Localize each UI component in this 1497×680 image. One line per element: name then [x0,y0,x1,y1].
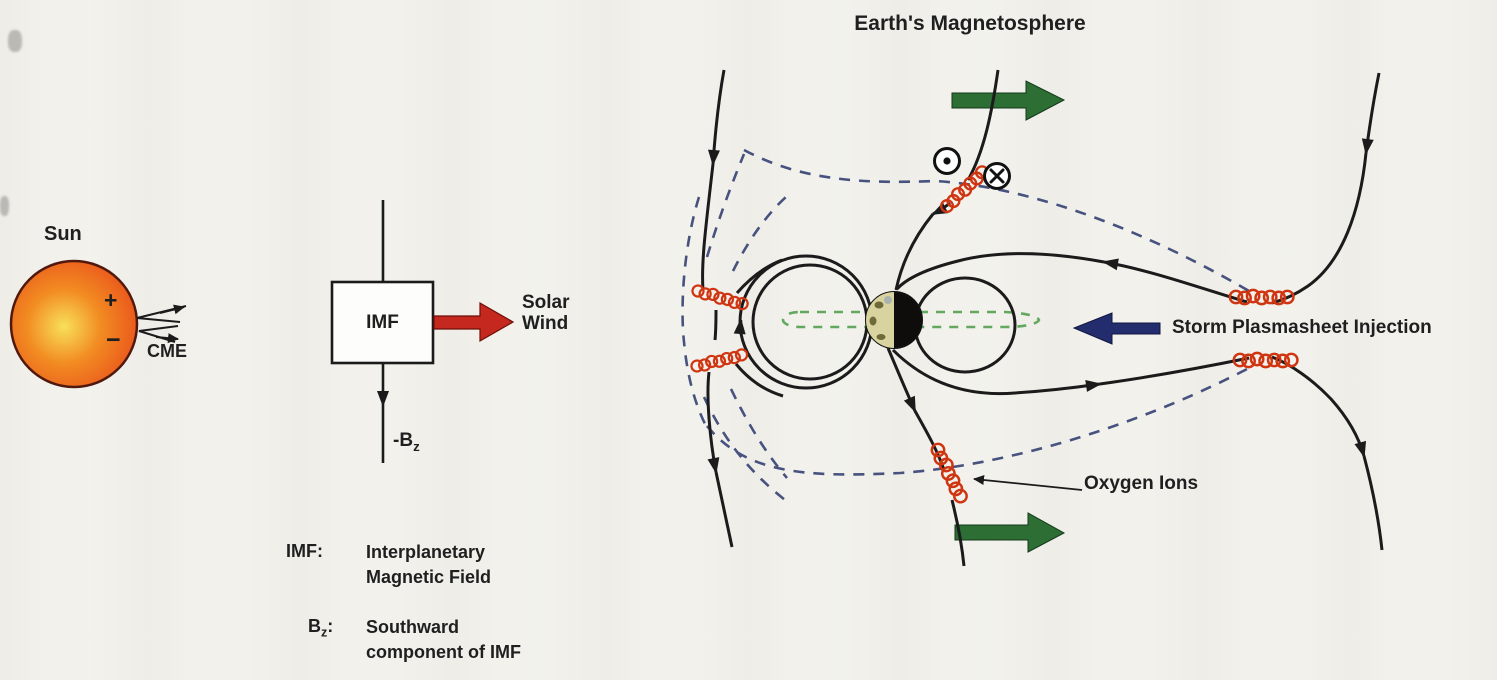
coil-tail-upper [1228,288,1295,306]
tailward-flow-arrow-bottom [954,512,1066,553]
oxygen-ions-pointer-arrow [973,475,1083,491]
current-out-of-page-icon [933,147,961,175]
oxygen-ions-label: Oxygen Ions [1084,473,1199,494]
page-title: Earth's Magnetosphere [854,12,1086,35]
earth-graphic [865,291,923,349]
sun-minus-sign: − [106,326,121,354]
cusp-funnel-lower-inner [702,396,790,505]
legend-bz-term: Bz: [308,616,334,640]
storm-injection-label: Storm Plasmasheet Injection [1172,317,1432,338]
sun-graphic [9,259,139,389]
tailward-flow-arrow-top [951,80,1066,121]
legend-imf-term: IMF: [286,541,323,561]
nightside-dipole-loop [913,276,1017,374]
cusp-funnel-lower-outer [729,388,788,479]
current-into-page-icon [983,162,1011,190]
magnetopause-lower [705,365,1252,476]
cusp-funnel-upper-outer [731,195,788,272]
scan-smudge [0,196,9,216]
dayside-imf-field-line [701,69,734,548]
plasmasheet-outline-dashed [781,310,1041,329]
solar-wind-line2: Wind [522,313,569,335]
sun-label: Sun [44,223,82,245]
south-polar-field-line [886,347,966,567]
solar-wind-label: Solar Wind [522,292,570,335]
magnetopause-nose-arc [681,196,708,427]
imf-box-label: IMF [366,311,399,333]
legend-imf-definition: Interplanetary Magnetic Field [366,542,492,587]
tail-lobe-line-far-right [1271,72,1384,551]
cme-flare [136,304,187,344]
solar-wind-line1: Solar [522,292,570,313]
coil-tail-lower [1232,351,1299,369]
legend-bz-definition: Southward component of IMF [366,617,521,662]
sun-plus-sign: + [104,287,118,313]
imf-schematic [330,200,515,463]
storm-injection-arrow [1072,312,1161,345]
magnetopause-upper [743,148,1250,293]
magnetopause-boundary-dashed [681,148,1252,505]
cme-label: CME [147,341,187,361]
solar-wind-arrow [433,301,515,343]
tail-field-line-lower [891,348,1250,396]
scan-smudge [8,30,22,52]
bz-arrow-label: -Bz [393,430,420,454]
